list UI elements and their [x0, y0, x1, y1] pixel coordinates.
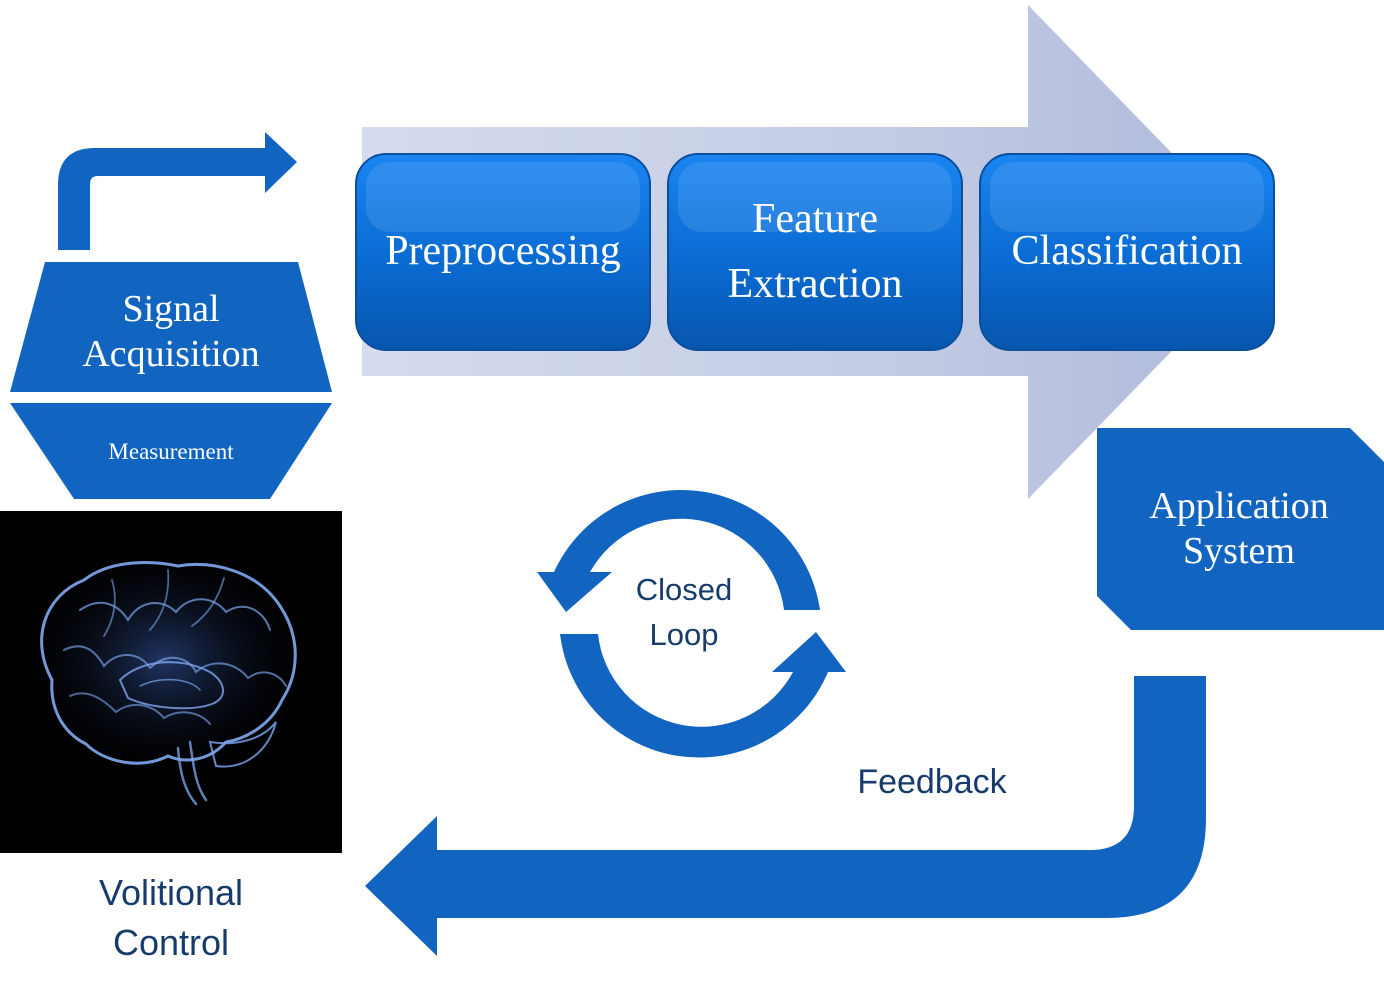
application-system-label-line1: Application	[1149, 485, 1328, 527]
measurement-label: Measurement	[108, 439, 234, 464]
measurement-block: Measurement	[10, 403, 332, 499]
feedback-arrow-icon	[365, 676, 1206, 956]
closed-loop-label-line1: Closed	[636, 572, 733, 607]
step-feature-extraction: Feature Extraction	[667, 153, 963, 351]
cycle-arrows-icon: Closed Loop	[537, 489, 846, 758]
signal-acquisition-label-line2: Acquisition	[82, 333, 259, 375]
brain-image	[0, 511, 342, 853]
step-label: Extraction	[728, 261, 903, 307]
application-system-label-line2: System	[1183, 530, 1295, 572]
signal-acquisition-label-line1: Signal	[122, 288, 219, 330]
step-label: Classification	[1012, 228, 1243, 274]
signal-acquisition-block: Signal Acquisition	[10, 262, 332, 392]
step-label: Preprocessing	[385, 228, 621, 274]
bent-up-arrow-icon	[58, 132, 297, 250]
feedback-label: Feedback	[857, 763, 1007, 801]
step-classification: Classification	[979, 153, 1275, 351]
application-system-block: Application System	[1097, 428, 1384, 630]
volitional-control-label-line2: Control	[113, 922, 229, 963]
step-label: Feature	[752, 196, 878, 242]
closed-loop-label-line2: Loop	[650, 617, 719, 652]
volitional-control-label-line1: Volitional	[99, 872, 243, 913]
step-preprocessing: Preprocessing	[355, 153, 651, 351]
